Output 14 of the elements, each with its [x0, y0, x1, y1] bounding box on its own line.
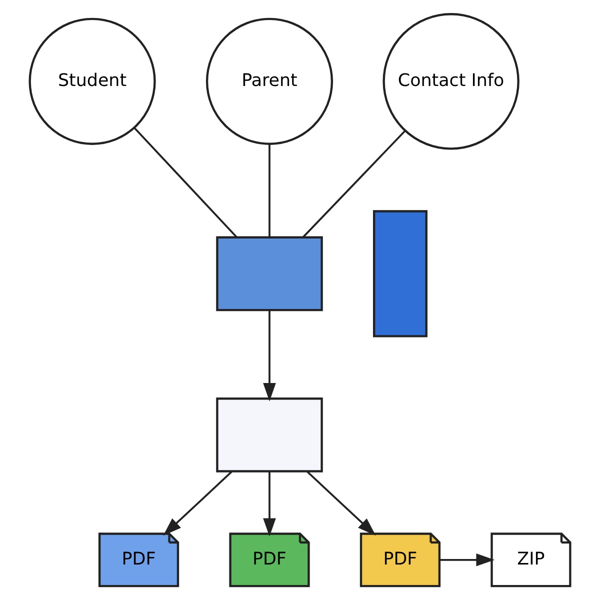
node-circle: Contact Info [382, 13, 520, 150]
arrow [263, 310, 276, 402]
node-person [373, 210, 428, 338]
node-box [216, 398, 323, 472]
node-box [216, 236, 323, 312]
arrow [306, 471, 376, 536]
node-circle: Parent [206, 18, 334, 145]
connector [302, 130, 406, 238]
connector [268, 144, 270, 237]
connector [134, 127, 238, 238]
arrow [263, 472, 276, 537]
node-circle: Student [28, 18, 156, 145]
arrow [440, 553, 495, 566]
arrow [163, 471, 232, 536]
